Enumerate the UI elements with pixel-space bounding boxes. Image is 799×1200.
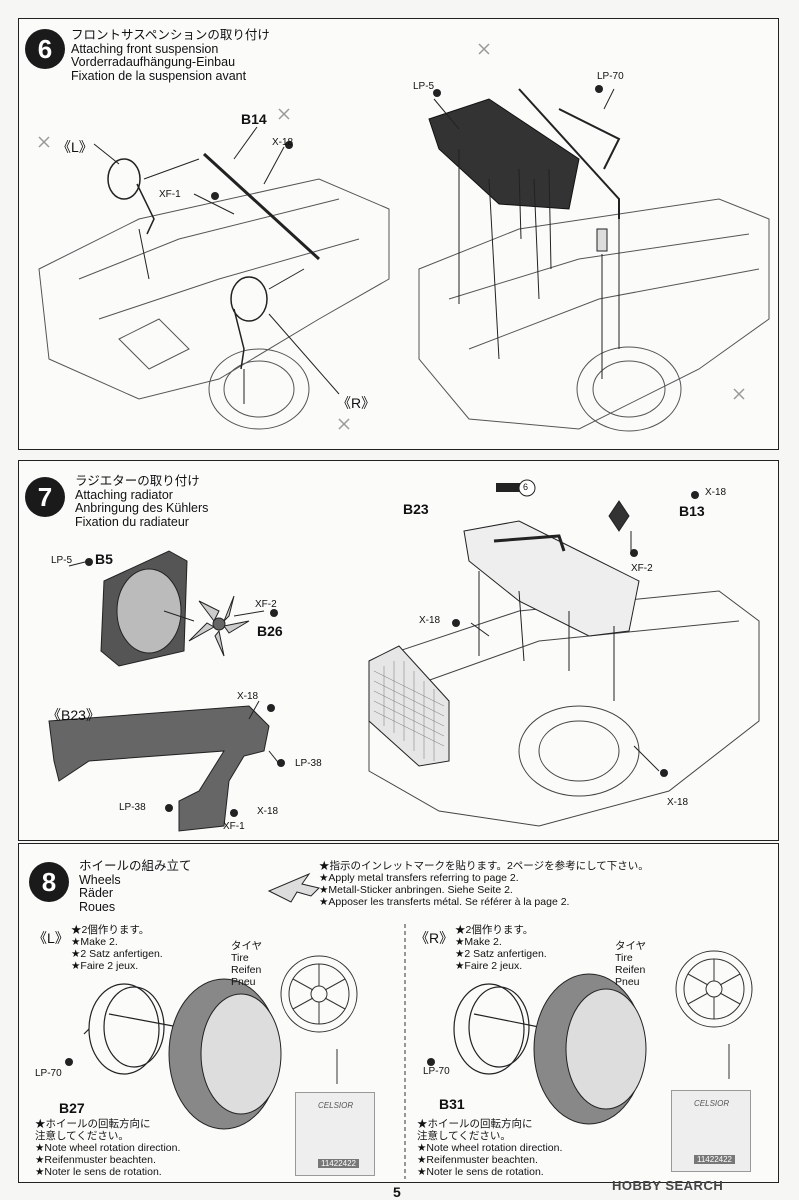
label-xf2-b: XF-2 bbox=[631, 563, 653, 574]
label-xf2: XF-2 bbox=[255, 599, 277, 610]
make-2-right: ★2個作ります。 ★Make 2. ★2 Satz anfertigen. ★F… bbox=[455, 924, 547, 972]
transfer-notice: ★指示のインレットマークを貼ります。2ページを参考にして下さい。 ★Apply … bbox=[319, 860, 649, 908]
label-left: 《L》 bbox=[57, 139, 93, 155]
title-de: Vorderradaufhängung-Einbau bbox=[71, 55, 236, 69]
watermark: HOBBY SEARCH bbox=[612, 1178, 724, 1193]
label-x18: X-18 bbox=[272, 137, 294, 148]
title-en: Wheels bbox=[79, 872, 121, 887]
label-b13: B13 bbox=[679, 503, 705, 519]
part-b27: B27 bbox=[59, 1100, 85, 1116]
tire-label-left: タイヤ Tire Reifen Pneu bbox=[231, 940, 263, 988]
label-lp70: LP-70 bbox=[597, 71, 624, 82]
label-b26: B26 bbox=[257, 623, 283, 639]
label-lp5: LP-5 bbox=[51, 555, 73, 566]
step-title: ラジエターの取り付け Attaching radiator Anbringung… bbox=[75, 474, 209, 529]
label-b23-sub: 《B23》 bbox=[47, 707, 100, 723]
radiator-illustration bbox=[48, 479, 760, 832]
tire-label-right: タイヤ Tire Reifen Pneu bbox=[615, 940, 647, 988]
front-suspension-illustration bbox=[38, 43, 770, 432]
label-b14: B14 bbox=[241, 111, 267, 127]
part-b31: B31 bbox=[439, 1096, 465, 1112]
step-number: 8 bbox=[29, 862, 69, 902]
label-x18-c: X-18 bbox=[705, 487, 727, 498]
label-x18-d: X-18 bbox=[419, 615, 441, 626]
title-jp: フロントサスペンションの取り付け bbox=[71, 28, 270, 42]
wheels-illustration bbox=[65, 872, 753, 1179]
step-6-panel: 6 フロントサスペンションの取り付け Attaching front suspe… bbox=[18, 18, 779, 450]
rotation-note-right: ★ホイールの回転方向に 注意してください。 ★Note wheel rotati… bbox=[417, 1118, 563, 1178]
label-x18-b: X-18 bbox=[257, 806, 279, 817]
step-title: フロントサスペンションの取り付け Attaching front suspens… bbox=[71, 28, 270, 83]
side-left: 《L》 bbox=[33, 930, 69, 946]
title-fr: Fixation du radiateur bbox=[75, 514, 189, 529]
label-lp5: LP-5 bbox=[413, 81, 435, 92]
step-7-panel: 7 ラジエターの取り付け Attaching radiator Anbringu… bbox=[18, 460, 779, 841]
page-number: 5 bbox=[393, 1184, 401, 1200]
title-en: Attaching front suspension bbox=[71, 41, 219, 56]
lp70-left: LP-70 bbox=[35, 1068, 62, 1079]
title-fr: Roues bbox=[79, 899, 116, 914]
title-jp: ラジエターの取り付け bbox=[75, 474, 200, 488]
make-2-left: ★2個作ります。 ★Make 2. ★2 Satz anfertigen. ★F… bbox=[71, 924, 163, 972]
label-b23: B23 bbox=[403, 501, 429, 517]
title-jp: ホイールの組み立て bbox=[79, 859, 192, 873]
label-xf1: XF-1 bbox=[223, 821, 245, 832]
title-de: Räder bbox=[79, 886, 114, 900]
label-x18-a: X-18 bbox=[237, 691, 259, 702]
label-lp38-a: LP-38 bbox=[295, 758, 322, 769]
step-number: 7 bbox=[25, 477, 65, 517]
side-right: 《R》 bbox=[415, 930, 454, 946]
step-8-panel: 8 ホイールの組み立て Wheels Räder Roues ★指示のインレット… bbox=[18, 843, 779, 1183]
label-x18-e: X-18 bbox=[667, 797, 689, 808]
label-circle-6: 6 bbox=[523, 482, 529, 492]
step-number: 6 bbox=[25, 29, 65, 69]
label-b5: B5 bbox=[95, 551, 113, 567]
title-fr: Fixation de la suspension avant bbox=[71, 68, 247, 83]
label-right: 《R》 bbox=[337, 395, 376, 411]
metal-transfer-sheet-right: CELSIOR 11422422 bbox=[671, 1090, 751, 1172]
step-title: ホイールの組み立て Wheels Räder Roues bbox=[79, 859, 192, 914]
rotation-note-left: ★ホイールの回転方向に 注意してください。 ★Note wheel rotati… bbox=[35, 1118, 181, 1178]
lp70-right: LP-70 bbox=[423, 1066, 450, 1077]
label-xf1: XF-1 bbox=[159, 189, 181, 200]
metal-transfer-sheet-left: CELSIOR 11422422 bbox=[295, 1092, 375, 1176]
title-de: Anbringung des Kühlers bbox=[75, 501, 209, 515]
title-en: Attaching radiator bbox=[75, 487, 173, 502]
label-lp38-b: LP-38 bbox=[119, 802, 146, 813]
